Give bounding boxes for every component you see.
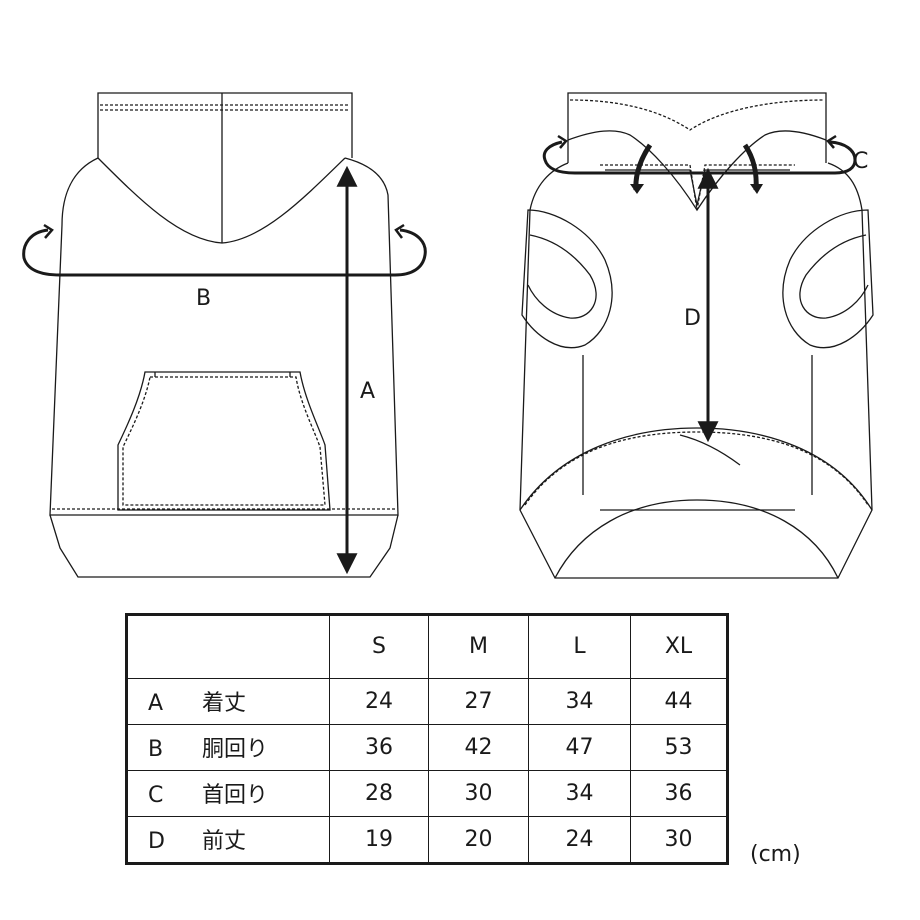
row-key: C	[148, 783, 164, 809]
table-cell: 36	[630, 769, 728, 817]
table-row: D 前丈 19 20 24 30	[126, 815, 728, 865]
table-cell: 24	[329, 677, 429, 725]
row-name: 首回り	[202, 783, 269, 809]
column-header: XL	[630, 614, 728, 679]
size-table: S M L XL A 着丈 24 27 34 44 B 胴回り 36 42 47 5…	[125, 613, 729, 865]
table-header-row: S M L XL	[126, 614, 728, 679]
table-cell: 27	[428, 677, 529, 725]
table-cell: 34	[528, 677, 631, 725]
table-cell: 36	[329, 723, 429, 771]
back-view-hoodie	[49, 92, 399, 578]
row-label: C 首回り	[126, 769, 330, 817]
table-cell: 20	[428, 815, 529, 865]
unit-label: (cm)	[750, 842, 801, 867]
table-cell: 42	[428, 723, 529, 771]
drawstring-left-tip	[630, 184, 644, 194]
measure-b-line	[22, 223, 427, 277]
table-cell: 34	[528, 769, 631, 817]
table-row: A 着丈 24 27 34 44	[126, 677, 728, 725]
row-key: A	[148, 691, 164, 717]
table-cell: 28	[329, 769, 429, 817]
table-corner-cell	[126, 614, 330, 679]
label-b: B	[196, 286, 211, 311]
column-header: M	[428, 614, 529, 679]
row-name: 胴回り	[202, 737, 269, 763]
row-label: B 胴回り	[126, 723, 330, 771]
label-c: C	[853, 149, 868, 174]
label-d: D	[684, 306, 701, 331]
table-cell: 19	[329, 815, 429, 865]
table-cell: 53	[630, 723, 728, 771]
measure-c-line	[542, 134, 857, 175]
row-name: 前丈	[202, 829, 247, 855]
table-cell: 44	[630, 677, 728, 725]
row-name: 着丈	[202, 691, 247, 717]
column-header: L	[528, 614, 631, 679]
hoodie-diagram: B A C D	[22, 92, 874, 579]
table-cell: 47	[528, 723, 631, 771]
table-row: B 胴回り 36 42 47 53	[126, 723, 728, 771]
table-cell: 30	[428, 769, 529, 817]
table-row: C 首回り 28 30 34 36	[126, 769, 728, 817]
row-key: B	[148, 737, 164, 763]
table-cell: 24	[528, 815, 631, 865]
column-header: S	[329, 614, 429, 679]
drawstring-right-tip	[750, 184, 763, 194]
row-label: D 前丈	[126, 815, 330, 865]
row-key: D	[148, 829, 165, 855]
table-cell: 30	[630, 815, 728, 865]
label-a: A	[360, 379, 375, 404]
front-view-hoodie	[519, 92, 874, 579]
row-label: A 着丈	[126, 677, 330, 725]
